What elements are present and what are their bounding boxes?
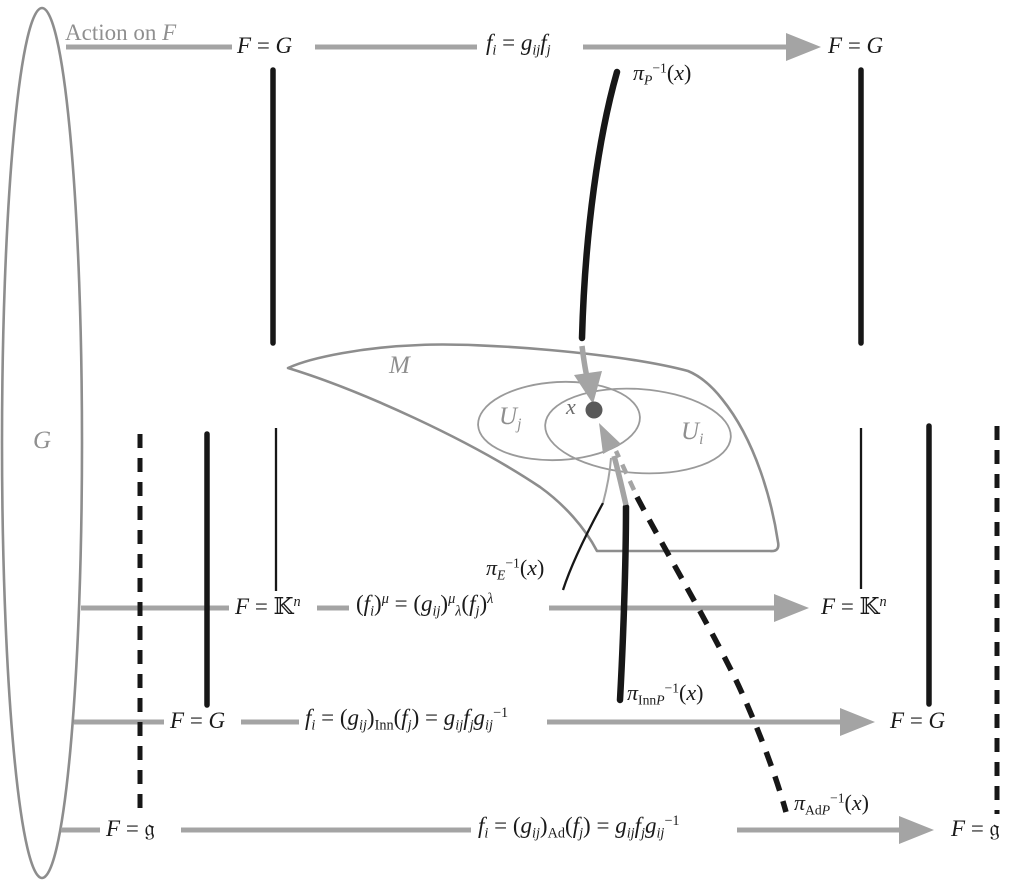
fiber-curve-e-gray-part [602, 457, 612, 504]
row1-formula-label: fi = gijfj [486, 30, 551, 59]
row2-right-label: F = 𝕂n [821, 594, 887, 619]
manifold-m-outline [286, 343, 780, 553]
chart-uj-ellipse [477, 380, 641, 462]
row3-arrowhead-icon [840, 708, 875, 736]
row4-formula-label: fi = (gij)Ad(fj) = gijfjgij−1 [478, 813, 680, 842]
point-x-label: x [566, 394, 576, 419]
chart-ui-ellipse [544, 387, 732, 475]
row1-right-label: F = G [828, 33, 884, 58]
action-on-f-label: Action on F [65, 20, 177, 45]
projection-arrow-up-shaft [611, 455, 629, 506]
fiber-curve-innp [616, 503, 630, 704]
row4-left-label: F = 𝔤 [106, 816, 155, 841]
fiber-pi-p-label: πP−1(x) [633, 60, 692, 88]
projection-arrow-p-head-icon [574, 371, 602, 404]
projection-arrow-up-head-icon [599, 423, 621, 454]
fiber-curve-p [578, 68, 621, 342]
fiber-pi-e-label: πE−1(x) [486, 555, 545, 583]
base-point-x-dot [585, 401, 603, 419]
row3-formula-label: fi = (gij)Inn(fj) = gijfjgij−1 [305, 705, 509, 734]
group-g-label: G [33, 427, 52, 454]
row3-right-label: F = G [890, 708, 946, 733]
manifold-m-label: M [389, 352, 410, 379]
fiber-curve-e [561, 502, 605, 591]
row2-left-label: F = 𝕂n [235, 594, 301, 619]
fiber-pi-innp-label: πInnP−1(x) [627, 680, 704, 708]
chart-uj-label: Uj [499, 403, 522, 433]
row1-left-label: F = G [237, 33, 293, 58]
row3-left-label: F = G [170, 708, 226, 733]
fiber-curve-adp-gray-part [613, 450, 637, 491]
group-g-ellipse [0, 6, 84, 880]
row1-arrowhead-icon [786, 33, 821, 61]
chart-ui-label: Ui [681, 418, 704, 448]
fiber-curve-adp [634, 495, 789, 813]
row2-arrowhead-icon [774, 594, 809, 622]
row4-arrowhead-icon [899, 816, 934, 844]
row4-right-label: F = 𝔤 [951, 816, 1000, 841]
row2-formula-label: (fi)μ = (gij)μλ(fj)λ [356, 591, 494, 620]
fiber-pi-adp-label: πAdP−1(x) [794, 790, 869, 818]
